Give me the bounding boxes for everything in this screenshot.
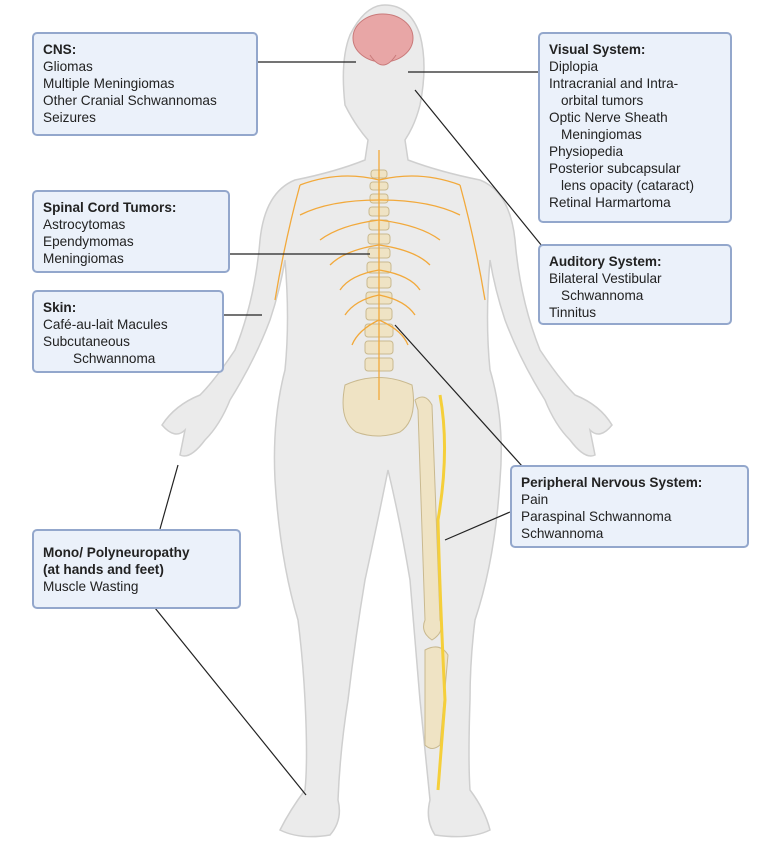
spinal-item: Astrocytomas <box>43 217 126 232</box>
mono-item: Muscle Wasting <box>43 579 139 594</box>
cns-item: Multiple Meningiomas <box>43 76 175 91</box>
visual-item: Posterior subcapsular <box>549 161 681 176</box>
visual-box: Visual System: Diplopia Intracranial and… <box>538 32 732 223</box>
spinal-title: Spinal Cord Tumors: <box>43 200 177 215</box>
callout-lines <box>154 61 543 796</box>
nerves <box>274 150 486 400</box>
cns-title: CNS: <box>43 42 77 57</box>
skin-item: Schwannoma <box>73 351 156 366</box>
visual-item: lens opacity (cataract) <box>561 178 694 193</box>
mono-title: Mono/ Polyneuropathy <box>43 545 190 560</box>
spinal-item: Meningiomas <box>43 251 124 266</box>
skin-box: Skin: Café-au-lait Macules Subcutaneous … <box>32 290 224 373</box>
cns-item: Gliomas <box>43 59 93 74</box>
pns-title: Peripheral Nervous System: <box>521 475 703 490</box>
leg-nerve <box>436 394 447 791</box>
auditory-box: Auditory System: Bilateral Vestibular Sc… <box>538 244 732 325</box>
pns-item: Schwannoma <box>521 526 604 541</box>
visual-item: Optic Nerve Sheath <box>549 110 668 125</box>
visual-item: Meningiomas <box>561 127 642 142</box>
cns-item: Seizures <box>43 110 96 125</box>
visual-item: Intracranial and Intra- <box>549 76 679 91</box>
mono-title-2: (at hands and feet) <box>43 562 164 577</box>
pns-item: Pain <box>521 492 549 507</box>
auditory-title: Auditory System: <box>549 254 662 269</box>
pns-item: Paraspinal Schwannoma <box>521 509 672 524</box>
cns-box: CNS: Gliomas Multiple Meningiomas Other … <box>32 32 258 136</box>
visual-title: Visual System: <box>549 42 646 57</box>
skin-title: Skin: <box>43 300 77 315</box>
mono-box: Mono/ Polyneuropathy (at hands and feet)… <box>32 529 241 609</box>
auditory-item: Tinnitus <box>549 305 597 320</box>
pns-box: Peripheral Nervous System: Pain Paraspin… <box>510 465 749 548</box>
skin-item: Café-au-lait Macules <box>43 317 168 332</box>
auditory-item: Schwannoma <box>561 288 644 303</box>
visual-item: Physiopedia <box>549 144 624 159</box>
visual-item: Diplopia <box>549 59 599 74</box>
visual-item: Retinal Harmartoma <box>549 195 671 210</box>
auditory-item: Bilateral Vestibular <box>549 271 662 286</box>
skin-item: Subcutaneous <box>43 334 130 349</box>
spinal-item: Ependymomas <box>43 234 134 249</box>
spinal-box: Spinal Cord Tumors: Astrocytomas Ependym… <box>32 190 230 273</box>
brain <box>352 13 414 66</box>
cns-item: Other Cranial Schwannomas <box>43 93 217 108</box>
visual-item: orbital tumors <box>561 93 644 108</box>
